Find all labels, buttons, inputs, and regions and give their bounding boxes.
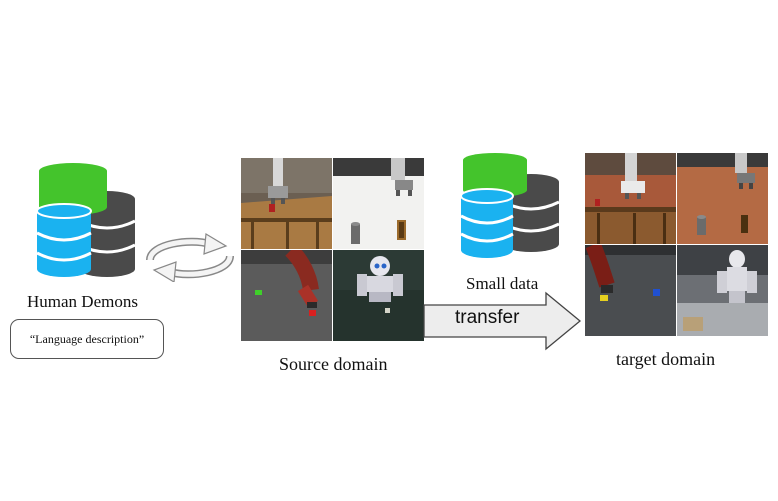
- red-arm-cubes-image: [585, 245, 676, 336]
- textured-table-robot-image: [585, 153, 676, 244]
- humanoid-robot-real-image: [677, 245, 768, 336]
- language-description-text: “Language description”: [29, 331, 145, 346]
- circular-arrows-icon: [146, 232, 234, 282]
- small-data-caption: Small data: [466, 274, 539, 293]
- transfer-label: transfer: [455, 307, 520, 328]
- target-domain-images: [585, 153, 768, 336]
- source-domain-images: [241, 158, 424, 341]
- human-demos-database-icon: [36, 163, 136, 277]
- source-domain-caption: Source domain: [279, 354, 388, 374]
- textured-table-gripper-image: [677, 153, 768, 244]
- language-description-box: “Language description”: [10, 319, 164, 359]
- red-arm-cube-image: [241, 250, 332, 341]
- target-domain-caption: target domain: [616, 349, 716, 369]
- humanoid-robot-image: [333, 250, 424, 341]
- human-demons-caption: Human Demons: [27, 292, 138, 311]
- white-table-gripper-image: [333, 158, 424, 249]
- small-data-database-icon: [460, 153, 560, 258]
- wooden-table-robot-image: [241, 158, 332, 249]
- right-arrow-icon: [423, 291, 582, 351]
